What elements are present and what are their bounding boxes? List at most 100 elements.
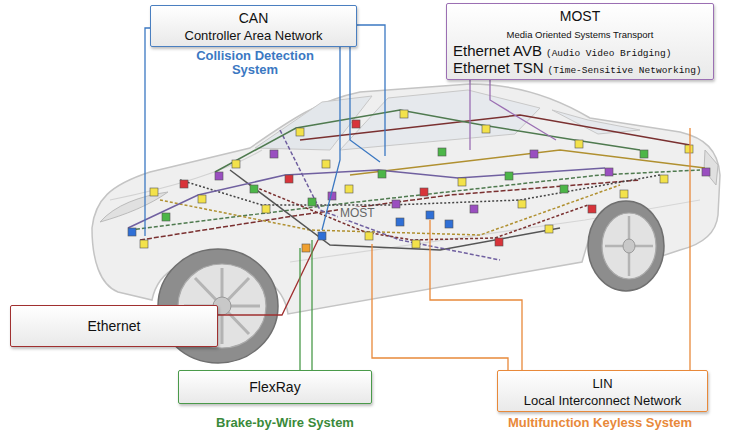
text-row: Ethernet (17, 317, 211, 334)
wire (280, 130, 500, 260)
wire (180, 175, 660, 205)
text-row: Media Oriented Systems Transport (453, 24, 707, 41)
wiring-harness (128, 110, 705, 260)
system-name: Brake-by-Wire System (185, 416, 385, 430)
can-leader (350, 45, 380, 162)
lin-leader (372, 244, 508, 370)
wire (300, 115, 690, 145)
connector (250, 185, 258, 193)
text-row: LIN (504, 374, 701, 391)
connector (660, 175, 668, 183)
wire (130, 170, 700, 230)
connector (518, 200, 526, 208)
connector (505, 172, 513, 180)
wire (350, 150, 705, 175)
connector (438, 148, 446, 156)
text-row: Local Interconnect Network (504, 391, 701, 408)
connector (396, 218, 404, 226)
connector (198, 195, 206, 203)
wire (140, 180, 640, 240)
text-row: FlexRay (185, 378, 365, 395)
connector (232, 160, 240, 168)
rear-window (552, 110, 640, 134)
network-description: Ethernet TSN (453, 59, 544, 76)
network-description: Media Oriented Systems Transport (507, 29, 654, 40)
wire (215, 110, 640, 172)
text-row: Controller Area Network (157, 26, 350, 43)
connector (470, 205, 478, 213)
connector (495, 238, 503, 246)
network-box: MOST Media Oriented Systems TransportEthe… (446, 3, 714, 80)
text-row: CAN (157, 9, 350, 26)
connector (296, 128, 304, 136)
rear-tire (588, 201, 664, 291)
flexray-leader (311, 240, 312, 370)
network-name: LIN (592, 376, 612, 391)
network-description: (Audio Video Bridging) (546, 48, 671, 59)
lin-leader (689, 128, 690, 370)
system-name: Collision Detection System (175, 49, 335, 78)
connector (482, 125, 490, 133)
box-content: Ethernet (17, 317, 211, 334)
connector (445, 220, 453, 228)
network-name: MOST (560, 8, 600, 24)
connector (620, 190, 628, 198)
connector (685, 145, 693, 153)
network-description: Local Interconnect Network (524, 393, 682, 408)
network-box: FlexRay (178, 370, 372, 404)
connector (575, 140, 583, 148)
text-row: Ethernet AVB (Audio Video Bridging) (453, 42, 707, 59)
box-content: MOST Media Oriented Systems TransportEthe… (453, 7, 707, 76)
connector (412, 240, 420, 248)
text-row: Ethernet TSN (Time-Sensitive Networking) (453, 59, 707, 76)
box-content: FlexRay (185, 378, 365, 395)
headlight (100, 192, 168, 222)
can-leader (145, 28, 150, 236)
text-row: MOST (453, 7, 707, 24)
rear-hub (623, 239, 635, 253)
network-name: CAN (239, 10, 269, 26)
connector (392, 200, 400, 208)
network-description: (Time-Sensitive Networking) (548, 65, 702, 76)
network-description: Controller Area Network (185, 28, 323, 43)
connector (262, 205, 270, 213)
connector (285, 175, 293, 183)
connector (530, 150, 538, 158)
taillight (704, 150, 718, 185)
flexray-leader (299, 248, 300, 370)
network-description: Ethernet AVB (453, 42, 542, 59)
connector (545, 225, 553, 233)
connector (560, 185, 568, 193)
connector (345, 185, 353, 193)
network-box: LIN Local Interconnect Network (497, 370, 708, 412)
box-content: CAN Controller Area Network (157, 9, 350, 44)
connector (420, 188, 428, 196)
connector (302, 244, 310, 252)
connector (150, 188, 158, 196)
connector (128, 228, 136, 236)
network-box: Ethernet (10, 305, 218, 347)
connector (140, 240, 148, 248)
connector (400, 110, 408, 118)
connector (308, 198, 316, 206)
wire (250, 185, 588, 240)
connector (640, 150, 648, 158)
box-content: LIN Local Interconnect Network (504, 374, 701, 409)
wire (128, 168, 605, 228)
connector (322, 160, 330, 168)
connector (270, 150, 278, 158)
ethernet-leader (218, 240, 318, 315)
wire (160, 185, 620, 235)
network-name: FlexRay (249, 379, 300, 395)
network-name: Ethernet (88, 318, 141, 334)
connector (215, 172, 223, 180)
car-hood-line (110, 150, 262, 200)
rear-rim (602, 213, 656, 279)
connector (426, 211, 434, 219)
connector (365, 232, 373, 240)
connector (458, 178, 466, 186)
connector (702, 168, 710, 176)
bus-label: MOST (338, 207, 377, 220)
rear-spokes (605, 216, 653, 276)
